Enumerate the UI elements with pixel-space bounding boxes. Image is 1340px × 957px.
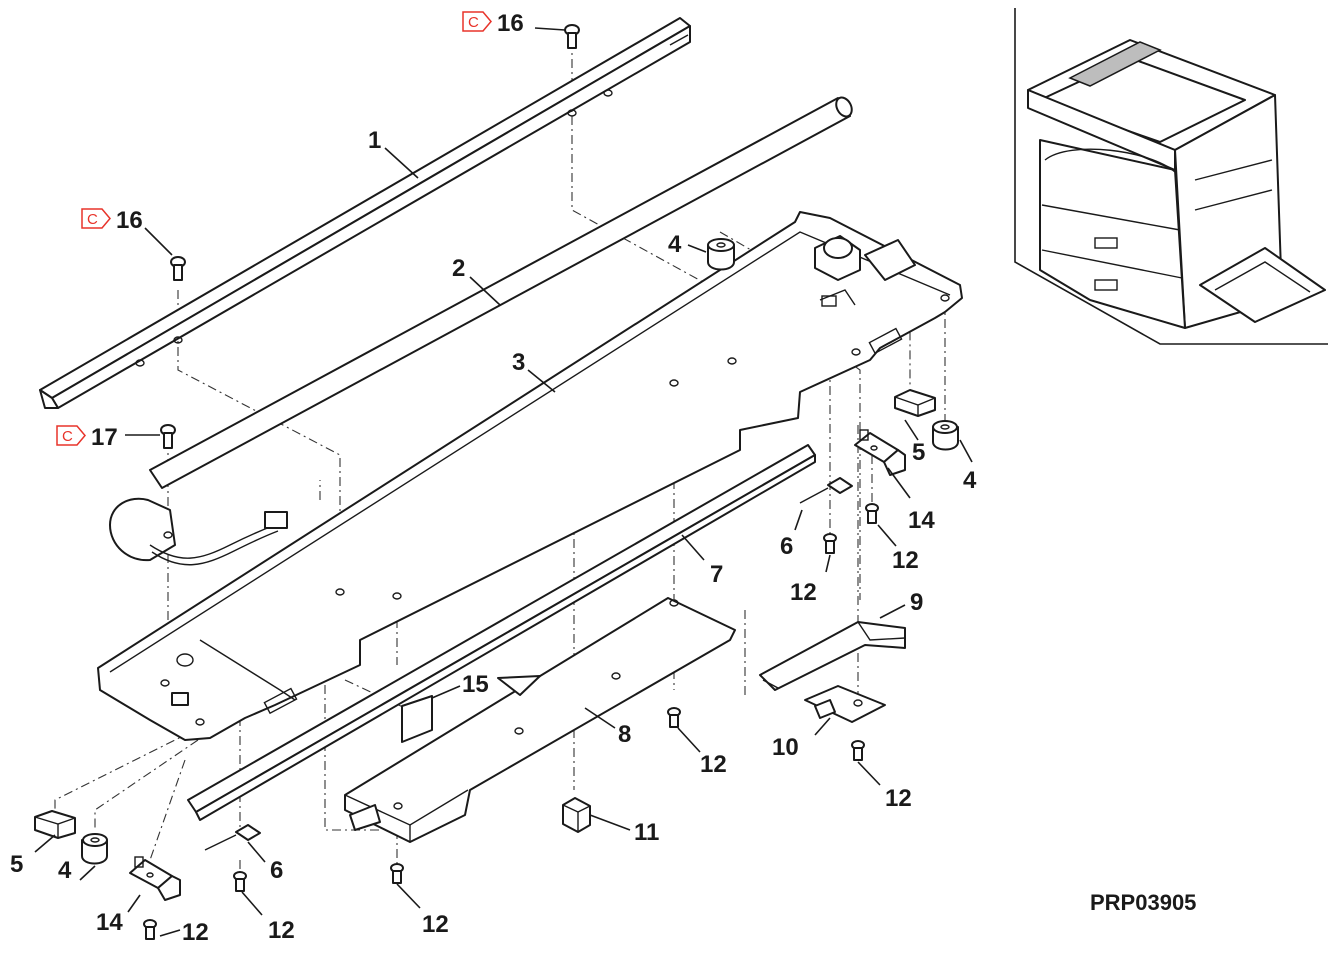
part-14-brackets — [129, 429, 906, 901]
bypass-tray-inner — [1214, 261, 1311, 293]
label-part-14-right: 14 — [908, 507, 935, 534]
screws — [143, 24, 879, 940]
bracket-right — [854, 429, 906, 476]
label-part-12-f: 12 — [422, 911, 449, 938]
label-part-12-c: 12 — [700, 751, 727, 778]
foot-left — [81, 833, 108, 865]
ref-c-marker-icon — [56, 425, 86, 446]
part-7-strip — [187, 444, 816, 821]
foot-right — [932, 420, 959, 451]
label-part-9: 9 — [910, 589, 923, 616]
label-part-12-e: 12 — [268, 917, 295, 944]
label-part-4-left: 4 — [58, 857, 72, 884]
label-part-12-d: 12 — [885, 785, 912, 812]
screw-16-top — [564, 24, 580, 49]
part-9-flat-cable — [759, 621, 906, 691]
callout-ref: C — [62, 428, 73, 445]
label-part-5-left: 5 — [10, 851, 23, 878]
part-5-pads — [34, 389, 936, 839]
drawer-line-1 — [1041, 204, 1181, 231]
label-part-7: 7 — [710, 561, 723, 588]
callout-ref: C — [468, 14, 479, 31]
highlighted-part — [1068, 41, 1162, 87]
part-17-lamp-unit — [109, 497, 288, 566]
callout-num: 16 — [116, 207, 143, 234]
callout-c16-left: C 16 — [81, 207, 143, 234]
callout-ref: C — [87, 211, 98, 228]
label-part-15: 15 — [462, 671, 489, 698]
machine-front — [1039, 139, 1186, 329]
ref-c-marker-icon — [81, 208, 111, 229]
part-10-sensor — [804, 685, 886, 723]
screw-17 — [160, 424, 176, 449]
label-part-6-right: 6 — [780, 533, 793, 560]
drawer-line-2 — [1041, 249, 1183, 279]
screw-12-e — [233, 871, 247, 892]
callout-num: 17 — [91, 424, 118, 451]
side-line-2 — [1194, 189, 1273, 211]
label-part-1: 1 — [368, 127, 381, 154]
callout-c17: C 17 — [56, 424, 118, 451]
part-6-springs — [204, 477, 853, 851]
screw-12-c — [667, 707, 681, 728]
part-11-block — [562, 797, 591, 833]
part-3-frame — [97, 211, 963, 741]
drawer-handle-1 — [1094, 237, 1118, 249]
screw-12-g — [143, 919, 157, 940]
leader-lines — [34, 27, 973, 937]
label-part-6-left: 6 — [270, 857, 283, 884]
screw-16-left — [170, 256, 186, 281]
part-labels: 1 2 3 4 4 4 5 5 6 6 7 8 9 10 11 12 12 12… — [10, 127, 977, 946]
label-part-12-b: 12 — [892, 547, 919, 574]
label-part-2: 2 — [452, 255, 465, 282]
label-part-11: 11 — [634, 819, 659, 846]
machine-overview-inset — [1014, 8, 1328, 345]
label-part-4-top: 4 — [668, 231, 682, 258]
screw-12-b — [865, 503, 879, 524]
drawer-handle-2 — [1094, 279, 1118, 291]
ref-c-marker-icon — [462, 11, 492, 32]
screw-12-a — [823, 533, 837, 554]
side-line-1 — [1194, 159, 1273, 181]
diagram-code: PRP03905 — [1090, 890, 1196, 915]
bypass-tray — [1199, 247, 1326, 323]
label-part-12-a: 12 — [790, 579, 817, 606]
label-part-4-right: 4 — [963, 467, 977, 494]
label-part-5-right: 5 — [912, 439, 925, 466]
label-part-10: 10 — [772, 734, 799, 761]
label-part-14-left: 14 — [96, 909, 123, 936]
callout-num: 16 — [497, 10, 524, 37]
part-15-sheet — [401, 695, 433, 743]
part-4-feet — [81, 238, 959, 865]
label-part-8: 8 — [618, 721, 631, 748]
inset-frame — [1014, 8, 1328, 345]
part-2-rod — [149, 96, 853, 489]
part-8-pcb — [344, 597, 736, 843]
screw-12-d — [851, 740, 865, 761]
label-part-12-g: 12 — [182, 919, 209, 946]
foot-top — [707, 238, 735, 271]
screw-12-f — [390, 863, 404, 884]
part-1-rail — [39, 17, 691, 409]
bracket-left — [129, 856, 181, 901]
callout-c16-top: C 16 — [462, 10, 524, 37]
output-tray-curve — [1044, 148, 1176, 173]
label-part-3: 3 — [512, 349, 525, 376]
